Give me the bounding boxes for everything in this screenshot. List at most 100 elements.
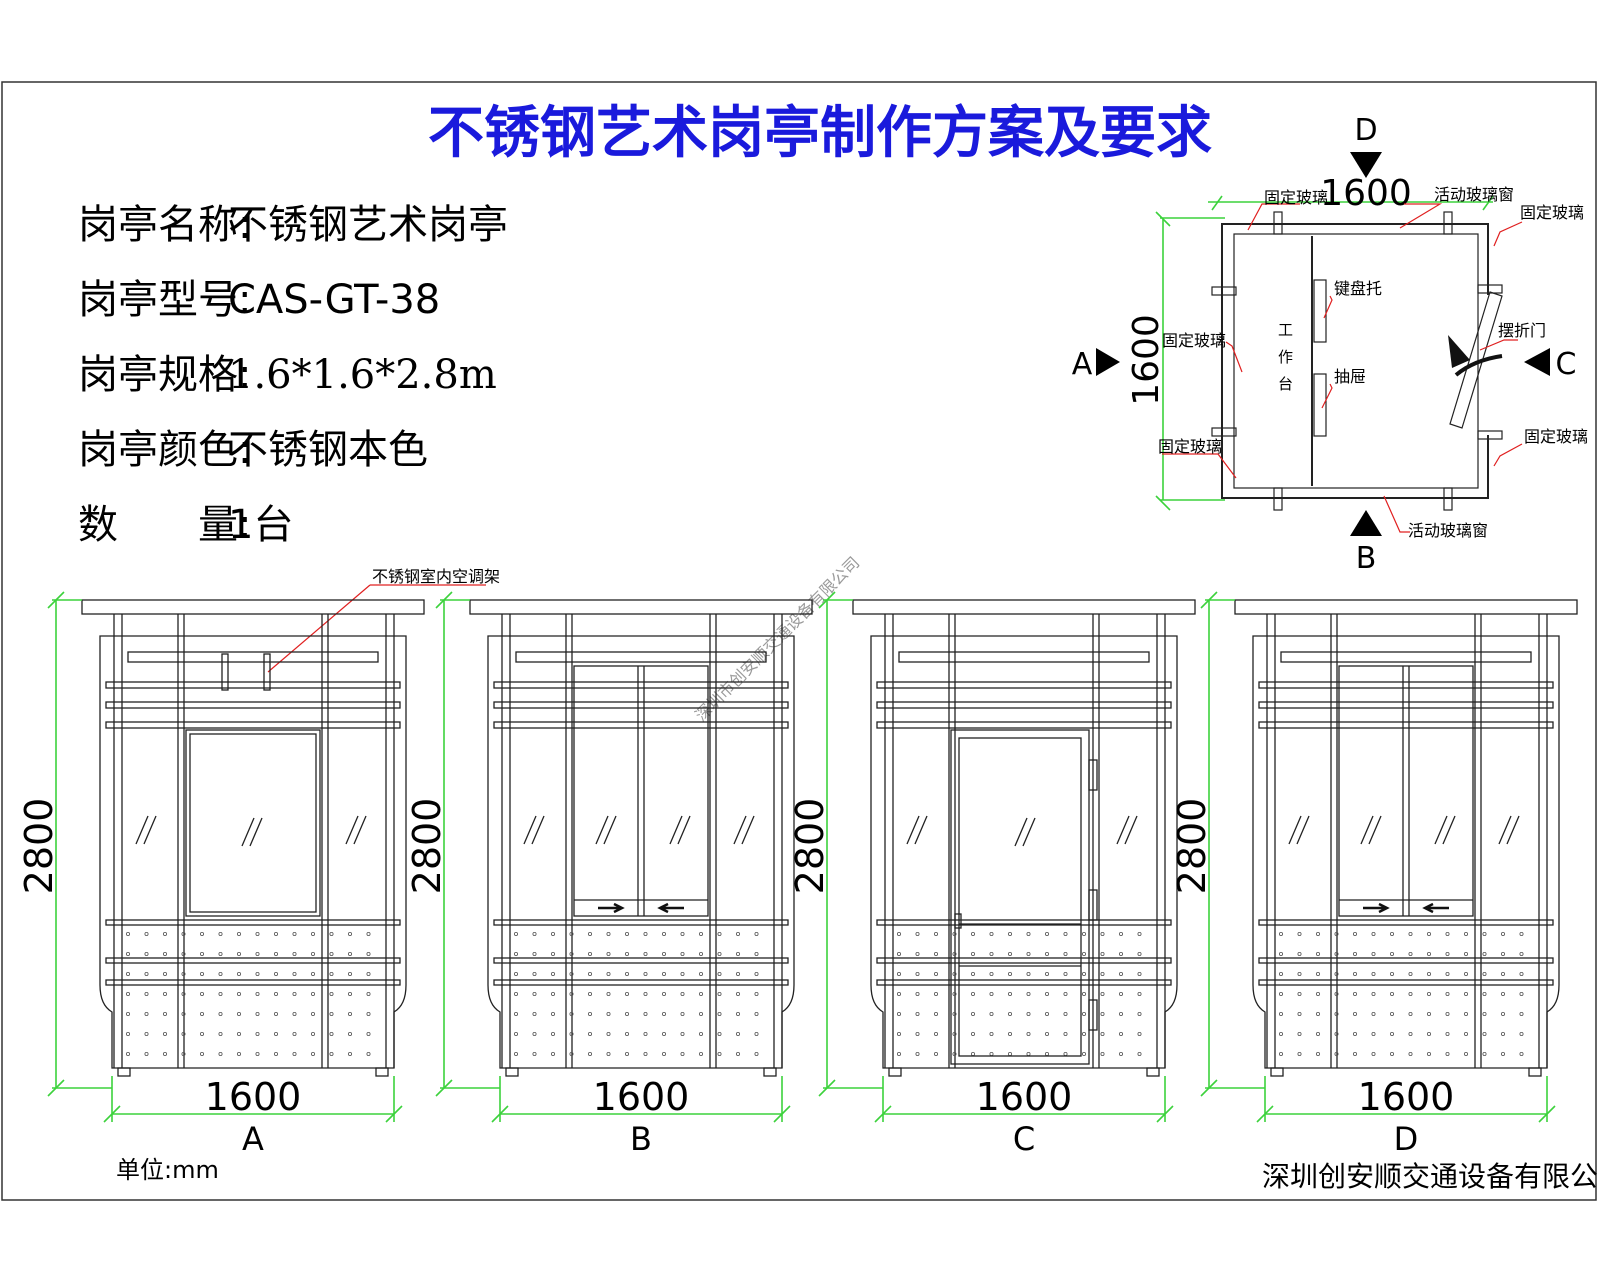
- label-fixed-glass-left: 固定玻璃: [1162, 331, 1226, 350]
- perforation-dot: [218, 1012, 223, 1017]
- glass-hatch: [733, 815, 747, 845]
- workbench-char-3: 台: [1278, 375, 1293, 393]
- perforation-dot: [273, 932, 278, 937]
- perforation-dot: [200, 1052, 205, 1057]
- perforation-dot: [698, 952, 703, 957]
- ac-rack-leader: [267, 584, 371, 673]
- perforation-dot: [1371, 1052, 1376, 1057]
- perforation-dot: [347, 952, 352, 957]
- perforation-dot: [236, 1052, 241, 1057]
- plan-outer-wall: [1221, 223, 1489, 499]
- perforation-dot: [1426, 1012, 1431, 1017]
- width-dim: 1600: [205, 1075, 302, 1119]
- louver-bar: [876, 721, 1172, 729]
- perforation-dot: [144, 1012, 149, 1017]
- perforation-dot: [292, 1032, 297, 1037]
- perforation-dot: [624, 952, 629, 957]
- header-rail: [515, 651, 767, 663]
- perforation-dot: [255, 932, 260, 937]
- glass-hatch: [741, 815, 755, 845]
- perforation-dot: [1063, 992, 1068, 997]
- perforation-dot: [366, 932, 371, 937]
- perforation-dot: [1500, 1052, 1505, 1057]
- perforation-dot: [643, 992, 648, 997]
- perforation-dot: [643, 952, 648, 957]
- perforation-dot: [1297, 992, 1302, 997]
- panel-rail: [105, 919, 401, 926]
- width-dim: 1600: [1358, 1075, 1455, 1119]
- perforation-dot: [1081, 1052, 1086, 1057]
- perforation-dot: [1279, 952, 1284, 957]
- perforation-dot: [606, 952, 611, 957]
- height-dim: 2800: [788, 798, 832, 895]
- perforation-dot: [624, 1032, 629, 1037]
- perforation-dot: [971, 1052, 976, 1057]
- view-letter: C: [1013, 1120, 1035, 1158]
- perforation-dot: [551, 932, 556, 937]
- center-glass-panel: [185, 729, 321, 917]
- perforation-dot: [698, 972, 703, 977]
- perforation-dot: [1482, 1032, 1487, 1037]
- perforation-dot: [126, 1052, 131, 1057]
- perforation-dot: [1007, 992, 1012, 997]
- perforation-dot: [1426, 992, 1431, 997]
- perforation-dot: [606, 1052, 611, 1057]
- perforation-dot: [1353, 1052, 1358, 1057]
- view-marker-d: [1350, 152, 1382, 178]
- label-fixed-glass-top-right: 固定玻璃: [1520, 203, 1584, 222]
- perforation-dot: [1389, 1052, 1394, 1057]
- glass-hatch: [1022, 817, 1036, 847]
- perforation-dot: [624, 972, 629, 977]
- perforation-dot: [915, 1052, 920, 1057]
- perforation-dot: [1500, 952, 1505, 957]
- perforation-dot: [200, 1012, 205, 1017]
- header-rail: [898, 651, 1150, 663]
- perforation-dot: [952, 1012, 957, 1017]
- perforation-dot: [1026, 932, 1031, 937]
- perforation-dot: [680, 932, 685, 937]
- perforation-dot: [1408, 972, 1413, 977]
- perforation-dot: [236, 932, 241, 937]
- perforation-dot: [934, 992, 939, 997]
- perforation-dot: [329, 992, 334, 997]
- perforation-dot: [255, 952, 260, 957]
- perforation-dot: [1063, 932, 1068, 937]
- louver-bar: [1258, 701, 1554, 709]
- perforation-dot: [661, 972, 666, 977]
- perforation-dot: [698, 1012, 703, 1017]
- panel-rail: [493, 957, 789, 964]
- perforation-dot: [934, 932, 939, 937]
- label-sliding-window-top: 活动玻璃窗: [1434, 185, 1514, 204]
- perforation-dot: [989, 1012, 994, 1017]
- perforation-dot: [1063, 972, 1068, 977]
- label-fixed-glass-bottom-left: 固定玻璃: [1158, 437, 1222, 456]
- perforation-dot: [532, 992, 537, 997]
- perforation-dot: [661, 932, 666, 937]
- glass-hatch: [669, 815, 683, 845]
- perforation-dot: [329, 952, 334, 957]
- center-glass-inner: [189, 733, 317, 913]
- panel-rail: [876, 979, 1172, 986]
- perforation-dot: [1137, 1052, 1142, 1057]
- label-keyboard-tray: 键盘托: [1334, 279, 1382, 298]
- perforation-dot: [163, 1052, 168, 1057]
- perforation-dot: [1007, 1032, 1012, 1037]
- perforation-dot: [735, 1032, 740, 1037]
- perforation-dot: [1482, 972, 1487, 977]
- perforation-dot: [255, 1012, 260, 1017]
- door-swing-arrow: [1454, 354, 1503, 377]
- glass-hatch: [241, 817, 255, 847]
- glass-hatch: [1296, 815, 1310, 845]
- perforation-dot: [1297, 1052, 1302, 1057]
- spec-value-size: 1.6*1.6*2.8m: [228, 352, 497, 398]
- perforation-dot: [532, 1012, 537, 1017]
- perforation-dot: [1519, 992, 1524, 997]
- perforation-dot: [934, 972, 939, 977]
- glass-hatch: [135, 815, 149, 845]
- louver-bar: [493, 701, 789, 709]
- perforation-dot: [366, 992, 371, 997]
- perforation-dot: [273, 1012, 278, 1017]
- perforation-dot: [1137, 1032, 1142, 1037]
- plan-view-letter-bottom: B: [1356, 541, 1377, 576]
- ac-rack-label: 不锈钢室内空调架: [372, 567, 500, 586]
